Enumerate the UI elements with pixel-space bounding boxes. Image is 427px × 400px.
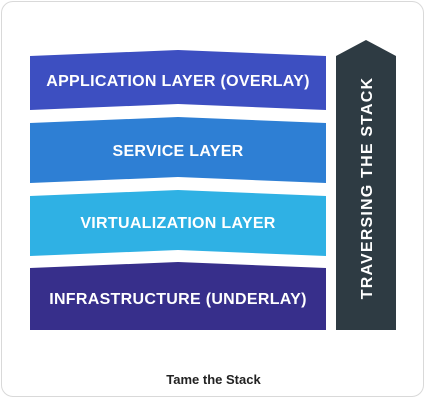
infrastructure-layer-band — [30, 262, 326, 330]
infrastructure-layer-label: INFRASTRUCTURE (UNDERLAY) — [49, 291, 307, 308]
virtualization-layer-band — [30, 190, 326, 256]
traversal-arrow-label: TRAVERSING THE STACK — [359, 77, 376, 300]
service-layer-label: SERVICE LAYER — [112, 143, 243, 160]
service-layer-band — [30, 117, 326, 183]
diagram-caption: Tame the Stack — [166, 372, 261, 387]
application-layer-label: APPLICATION LAYER (OVERLAY) — [46, 73, 310, 90]
application-layer-band — [30, 50, 326, 110]
traversal-arrow — [336, 40, 396, 330]
virtualization-layer-label: VIRTUALIZATION LAYER — [80, 215, 275, 232]
